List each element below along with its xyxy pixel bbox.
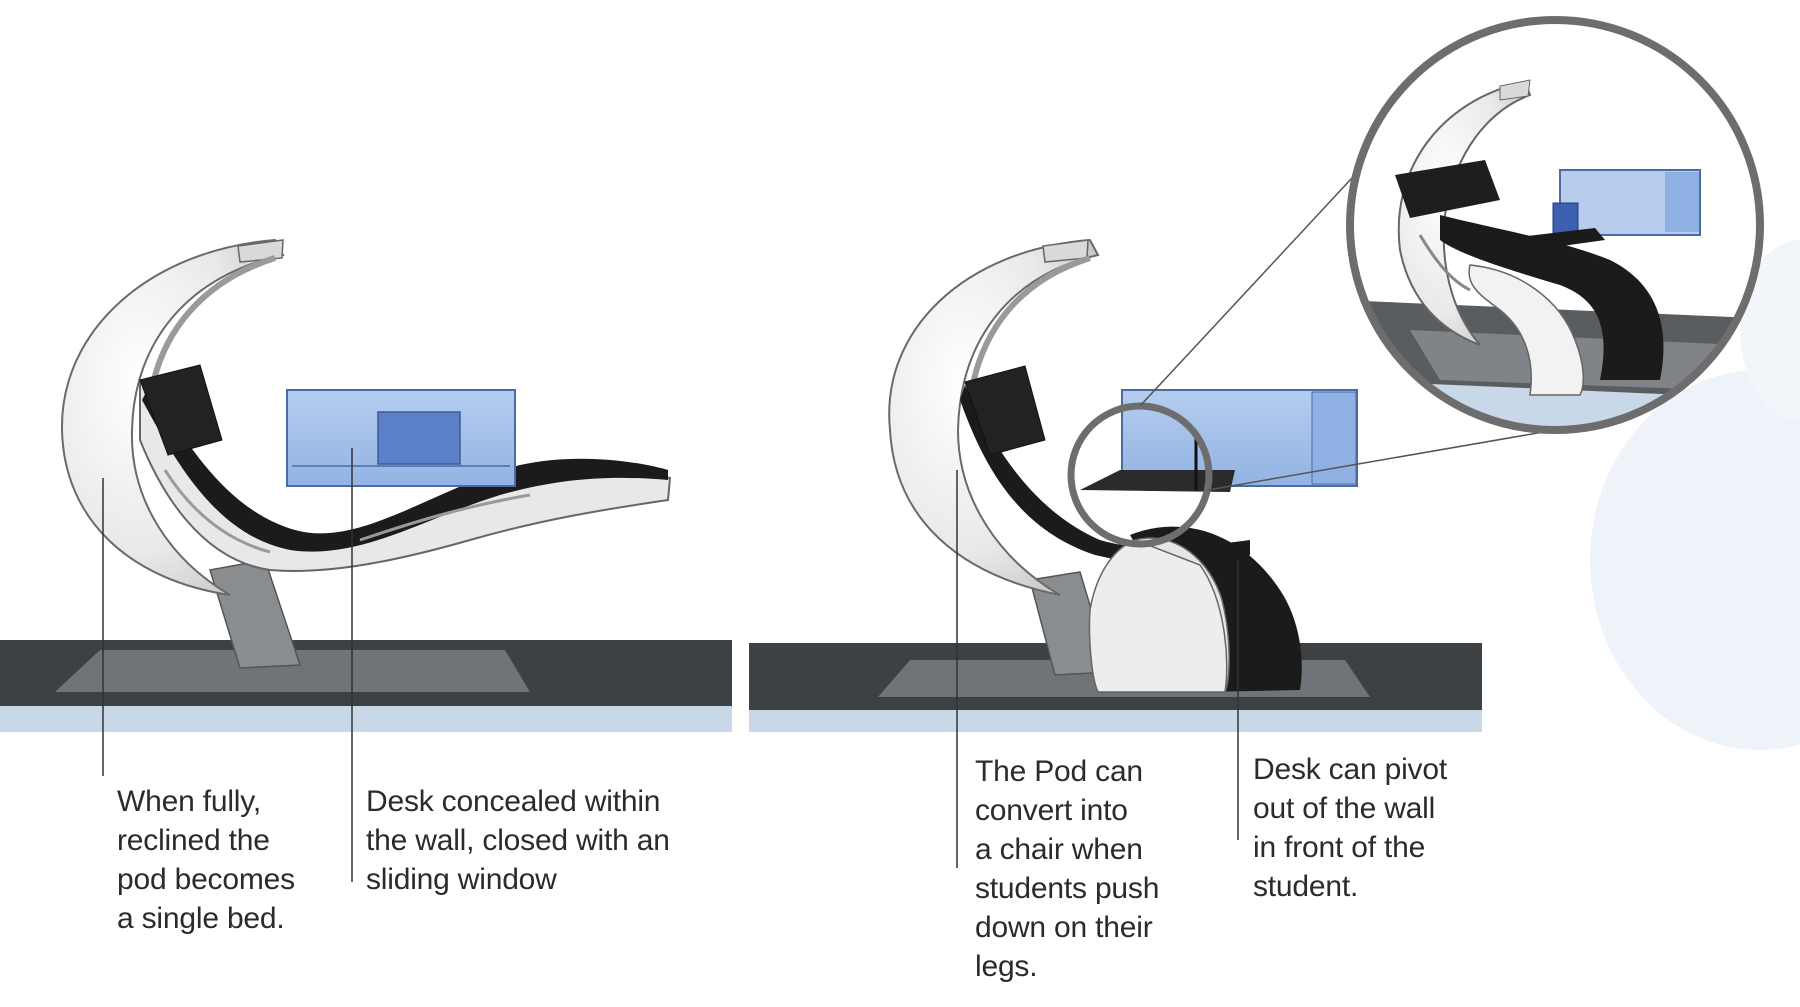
caption-line: a chair when [975, 833, 1143, 866]
floor-edge [749, 710, 1482, 732]
caption-line: the wall, closed with an [366, 824, 670, 857]
caption-line: convert into [975, 794, 1128, 827]
caption-line: down on their [975, 911, 1153, 944]
caption-line: legs. [975, 950, 1038, 983]
caption-line: When fully, [117, 785, 261, 818]
caption-line: pod becomes [117, 863, 295, 896]
caption-line: out of the wall [1253, 792, 1436, 825]
caption-line: in front of the [1253, 831, 1426, 864]
headrest [139, 364, 223, 456]
bed-cushion [142, 385, 668, 552]
headrest [964, 365, 1046, 456]
callout-connector [1139, 149, 1379, 407]
caption-desk-concealed: Desk concealed within the wall, closed w… [366, 782, 670, 899]
zoom-callout [1346, 16, 1764, 434]
caption-line: The Pod can [975, 755, 1143, 788]
caption-line: Desk can pivot [1253, 753, 1447, 786]
caption-bed: When fully, reclined the pod becomes a s… [117, 782, 295, 938]
chair-cushion [960, 385, 1250, 564]
pod-chair-illustration [749, 149, 1556, 868]
caption-line: a single bed. [117, 902, 285, 935]
callout-connector [1207, 429, 1556, 491]
base-plate [55, 650, 530, 692]
floor-edge [0, 706, 732, 732]
caption-chair: The Pod can convert into a chair when st… [975, 752, 1159, 986]
pod-bed-illustration [0, 238, 732, 882]
caption-line: Desk concealed within [366, 785, 661, 818]
pod-shell [60, 238, 285, 596]
pod-shell [888, 238, 1100, 596]
caption-desk-pivot: Desk can pivot out of the wall in front … [1253, 750, 1447, 906]
desk-screen [377, 411, 461, 465]
caption-line: reclined the [117, 824, 270, 857]
caption-line: sliding window [366, 863, 557, 896]
caption-line: students push [975, 872, 1160, 905]
caption-line: student. [1253, 870, 1359, 903]
callout-large-ring [1346, 16, 1764, 434]
